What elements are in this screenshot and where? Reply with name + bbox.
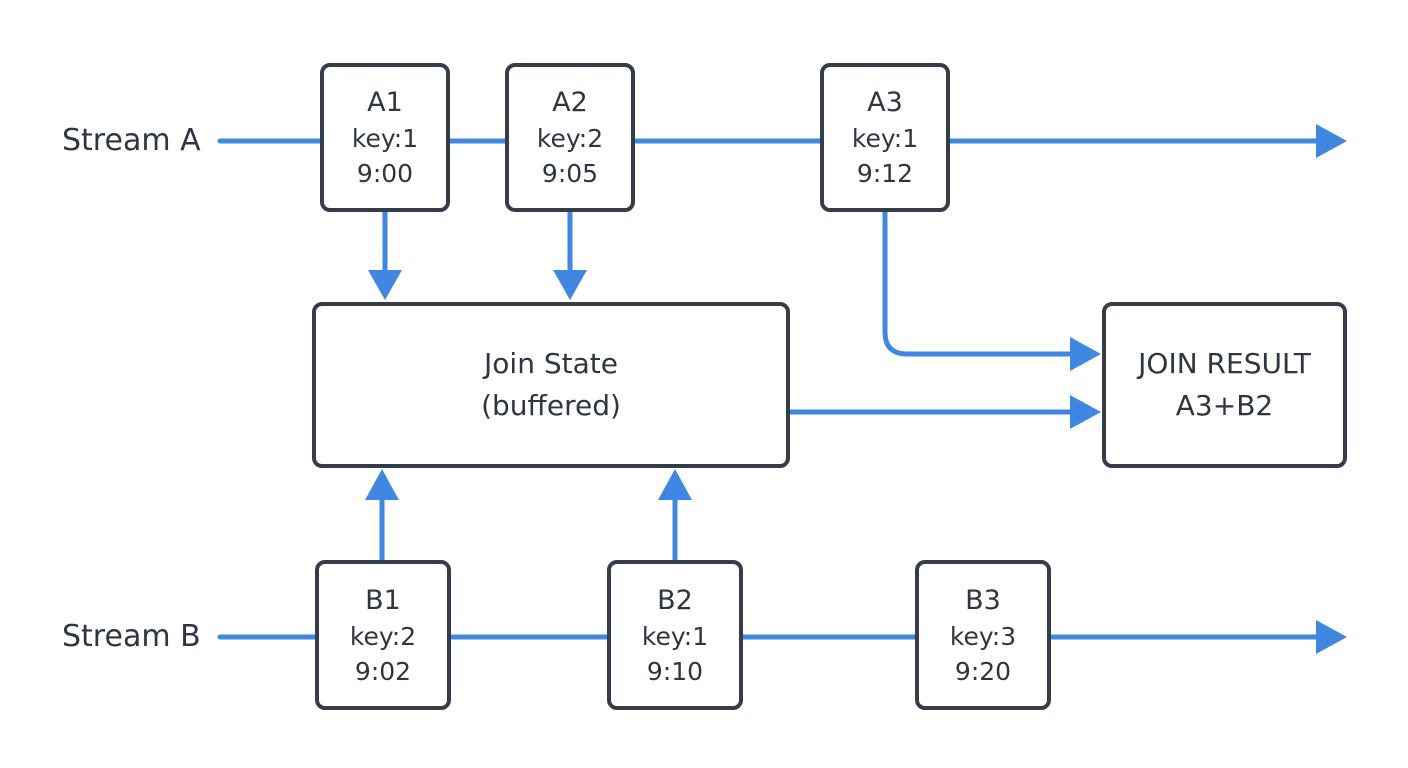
event-time: 9:05: [541, 159, 599, 188]
stream-b-arrowhead: [1316, 620, 1347, 654]
event-b2: B2 key:1 9:10: [607, 560, 743, 710]
event-name: A3: [867, 87, 903, 118]
event-time: 9:02: [354, 656, 412, 686]
event-time: 9:20: [954, 656, 1012, 686]
stream-a-label: Stream A: [62, 123, 201, 158]
event-b1: B1 key:2 9:02: [315, 560, 451, 710]
join-result-title: JOIN RESULT: [1138, 347, 1311, 380]
event-name: B1: [365, 584, 401, 616]
event-time: 9:12: [856, 159, 914, 188]
join-result-pair: A3+B2: [1175, 389, 1274, 422]
event-a2: A2 key:2 9:05: [505, 63, 635, 212]
event-name: B3: [965, 584, 1001, 616]
event-a1: A1 key:1 9:00: [320, 63, 450, 212]
join-state-subtitle: (buffered): [481, 389, 621, 422]
event-time: 9:00: [356, 159, 414, 188]
b2-arrowhead: [658, 469, 692, 500]
b1-arrowhead: [365, 469, 399, 500]
join-state-box: Join State (buffered): [312, 302, 790, 468]
join-result-box: JOIN RESULT A3+B2: [1102, 302, 1347, 468]
a1-arrowhead: [368, 270, 402, 300]
event-key: key:1: [351, 124, 419, 153]
a2-arrowhead: [553, 270, 587, 300]
join-state-title: Join State: [484, 347, 618, 380]
event-key: key:2: [536, 124, 604, 153]
event-name: A2: [552, 87, 588, 118]
event-a3: A3 key:1 9:12: [820, 63, 950, 212]
stream-b-label: Stream B: [62, 619, 201, 654]
event-time: 9:10: [646, 656, 704, 686]
event-key: key:3: [949, 621, 1017, 651]
a3-result-arrowhead: [1070, 337, 1101, 371]
event-name: A1: [367, 87, 403, 118]
join-result-arrowhead: [1070, 395, 1101, 429]
event-b3: B3 key:3 9:20: [915, 560, 1051, 710]
event-key: key:2: [349, 621, 417, 651]
event-name: B2: [657, 584, 693, 616]
event-key: key:1: [851, 124, 919, 153]
event-key: key:1: [641, 621, 709, 651]
arrow-a3-to-join-result: [882, 209, 1075, 357]
stream-a-arrowhead: [1316, 124, 1347, 158]
